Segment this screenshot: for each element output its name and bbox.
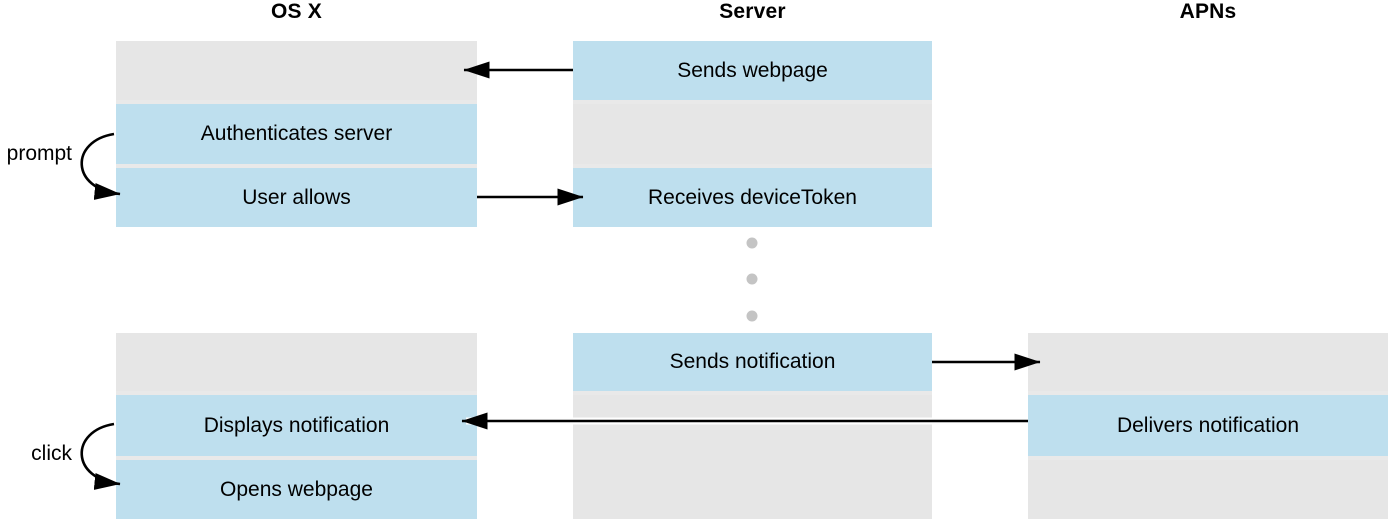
prompt-loop-label: prompt (6, 142, 72, 165)
click-loop-arrow (80, 422, 121, 490)
ellipsis-dot (746, 310, 758, 322)
server-idle-block (573, 104, 932, 164)
apns-idle-block-bottom (1028, 460, 1388, 519)
osx-idle-block (116, 41, 477, 100)
osx-user-allows-block: User allows (116, 168, 477, 227)
server-top-section: Sends webpage Receives deviceToken (573, 41, 932, 227)
server-sends-webpage-block: Sends webpage (573, 41, 932, 100)
ellipsis-dot (746, 237, 758, 249)
osx-authenticates-server-block: Authenticates server (116, 104, 477, 164)
column-header-server: Server (719, 0, 786, 23)
osx-top-section: Authenticates server User allows (116, 41, 477, 227)
server-bottom-section: Sends notification (573, 333, 932, 519)
osx-displays-notification-block: Displays notification (116, 395, 477, 456)
server-sends-notification-block: Sends notification (573, 333, 932, 391)
click-loop-label: click (31, 442, 72, 465)
server-idle-block-bottom (573, 395, 932, 519)
osx-bottom-section: Displays notification Opens webpage (116, 333, 477, 519)
osx-idle-block-bottom (116, 333, 477, 391)
ellipsis-dot (746, 273, 758, 285)
apns-idle-block-top (1028, 333, 1388, 391)
apns-delivers-notification-block: Delivers notification (1028, 395, 1388, 456)
prompt-loop-arrow (80, 132, 121, 200)
column-header-osx: OS X (271, 0, 322, 23)
server-receives-devicetoken-block: Receives deviceToken (573, 168, 932, 227)
apns-bottom-section: Delivers notification (1028, 333, 1388, 519)
osx-opens-webpage-block: Opens webpage (116, 460, 477, 519)
column-header-apns: APNs (1179, 0, 1237, 23)
